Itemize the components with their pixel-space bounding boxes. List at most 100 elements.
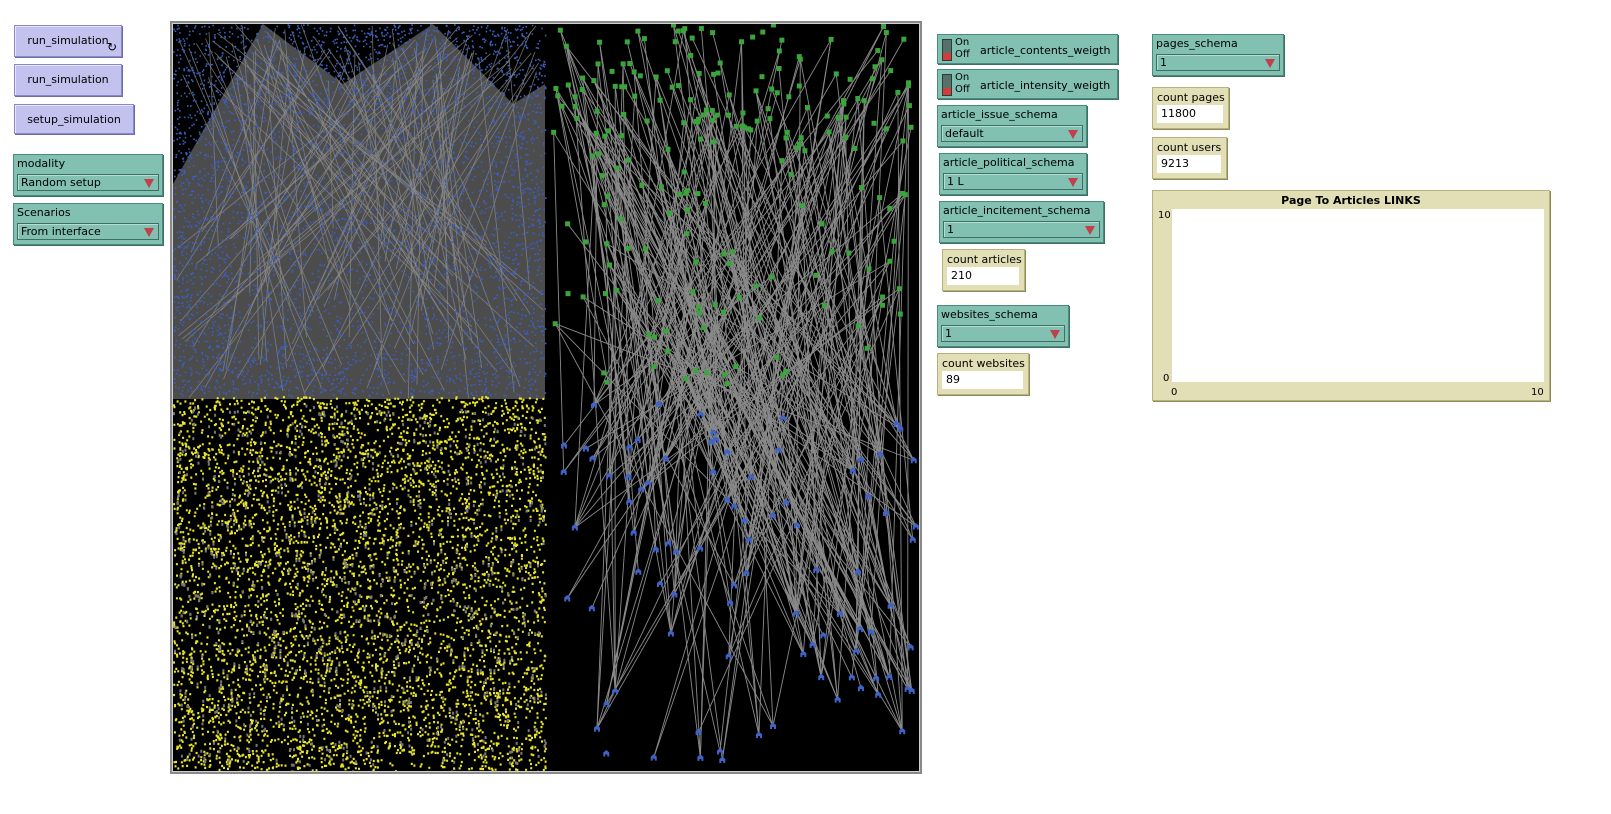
- article-intensity-weigth-switch[interactable]: On Off article_intensity_weigth: [937, 69, 1118, 99]
- article-agent: [776, 48, 782, 54]
- article-agent: [580, 75, 586, 81]
- website-agent: [852, 648, 859, 655]
- website-agent: [650, 754, 657, 761]
- article-website-link: [606, 243, 728, 453]
- websites-schema-label: websites_schema: [941, 308, 1038, 321]
- article-agent: [653, 74, 659, 80]
- pages-layer: [173, 396, 547, 771]
- run-simulation-forever-button[interactable]: run_simulation ↻: [14, 25, 122, 57]
- dropdown-arrow-icon: [1068, 130, 1078, 139]
- article-agent: [794, 145, 800, 151]
- website-agent: [849, 467, 856, 474]
- website-agent: [899, 727, 906, 735]
- article-website-link: [738, 297, 822, 678]
- article-agent: [669, 84, 675, 90]
- article-website-link: [723, 311, 859, 573]
- article-agent: [828, 36, 834, 42]
- article-website-link: [800, 137, 892, 606]
- count-pages-monitor: count pages 11800: [1152, 87, 1229, 129]
- article-website-link: [640, 296, 883, 490]
- article-website-link: [653, 103, 845, 758]
- article-website-link: [671, 87, 857, 652]
- setup-simulation-button[interactable]: setup_simulation: [14, 104, 134, 134]
- user-link: [452, 51, 536, 264]
- article-agent: [622, 84, 628, 90]
- article-issue-schema-chooser[interactable]: article_issue_schema default: [937, 105, 1087, 147]
- article-website-link: [731, 251, 915, 461]
- modality-chooser[interactable]: modality Random setup: [13, 154, 163, 196]
- article-agent: [681, 169, 687, 175]
- article-political-schema-chooser[interactable]: article_political_schema 1 L: [939, 153, 1087, 195]
- article-website-link: [733, 296, 883, 586]
- article-website-link: [637, 70, 892, 441]
- pages-schema-label: pages_schema: [1156, 37, 1238, 50]
- article-political-schema-select[interactable]: 1 L: [943, 173, 1083, 190]
- article-political-schema-label: article_political_schema: [943, 156, 1075, 169]
- modality-select[interactable]: Random setup: [17, 174, 159, 191]
- scenarios-chooser[interactable]: Scenarios From interface: [13, 203, 163, 245]
- article-agent: [829, 249, 835, 255]
- website-agent: [625, 473, 632, 480]
- article-agent: [880, 294, 886, 300]
- pages-schema-select[interactable]: 1: [1156, 54, 1280, 71]
- article-agent: [582, 239, 588, 245]
- article-agent: [864, 345, 870, 351]
- scenarios-select[interactable]: From interface: [17, 223, 159, 240]
- article-agent: [689, 35, 695, 41]
- user-link: [220, 25, 460, 311]
- websites-schema-select[interactable]: 1: [941, 325, 1065, 342]
- article-agent: [657, 97, 663, 103]
- article-issue-schema-select[interactable]: default: [941, 125, 1083, 142]
- article-agent: [881, 24, 887, 29]
- article-agent: [651, 364, 657, 370]
- user-link: [254, 51, 518, 280]
- user-link: [334, 76, 478, 279]
- world-view[interactable]: [170, 21, 922, 774]
- user-link: [263, 44, 352, 311]
- article-agent: [712, 302, 718, 308]
- website-agent: [769, 511, 776, 519]
- article-website-link: [595, 132, 839, 700]
- article-website-link: [673, 85, 909, 595]
- article-agent: [604, 241, 610, 247]
- website-agent: [657, 580, 664, 587]
- article-agent: [715, 70, 721, 76]
- article-website-link: [574, 140, 904, 528]
- article-incitement-schema-chooser[interactable]: article_incitement_schema 1: [939, 201, 1104, 243]
- dropdown-arrow-icon: [144, 228, 154, 237]
- article-agent: [774, 354, 780, 360]
- user-link: [392, 42, 521, 388]
- user-link: [439, 83, 465, 306]
- user-link: [317, 52, 532, 300]
- article-incitement-schema-select[interactable]: 1: [943, 221, 1100, 238]
- website-agent: [770, 722, 777, 729]
- article-agent: [627, 61, 633, 67]
- article-agent: [877, 195, 883, 201]
- pages-schema-chooser[interactable]: pages_schema 1: [1152, 34, 1284, 76]
- page-to-articles-links-plot: Page To Articles LINKS 10 0 0 10: [1152, 190, 1550, 401]
- article-agent: [563, 43, 569, 49]
- article-website-link: [837, 59, 883, 700]
- article-agent: [765, 106, 771, 112]
- article-agent: [750, 34, 756, 40]
- article-agent: [684, 231, 690, 237]
- article-agent: [759, 74, 765, 80]
- article-website-link: [785, 100, 844, 503]
- websites-schema-chooser[interactable]: websites_schema 1: [937, 305, 1069, 347]
- user-link: [348, 51, 356, 338]
- article-website-link: [633, 73, 700, 533]
- run-simulation-once-button[interactable]: run_simulation: [14, 64, 122, 96]
- article-website-link: [585, 260, 891, 449]
- website-agent: [886, 673, 893, 681]
- website-agent: [897, 425, 904, 432]
- article-agent: [695, 191, 701, 197]
- article-contents-weigth-switch[interactable]: On Off article_contents_weigth: [937, 34, 1118, 64]
- user-link: [421, 62, 539, 248]
- article-agent: [703, 107, 709, 113]
- article-issue-schema-label: article_issue_schema: [941, 108, 1058, 121]
- article-agent: [596, 151, 602, 157]
- article-agent: [555, 93, 561, 99]
- article-website-link: [593, 50, 879, 406]
- website-agent: [848, 673, 855, 681]
- article-agent: [574, 115, 580, 121]
